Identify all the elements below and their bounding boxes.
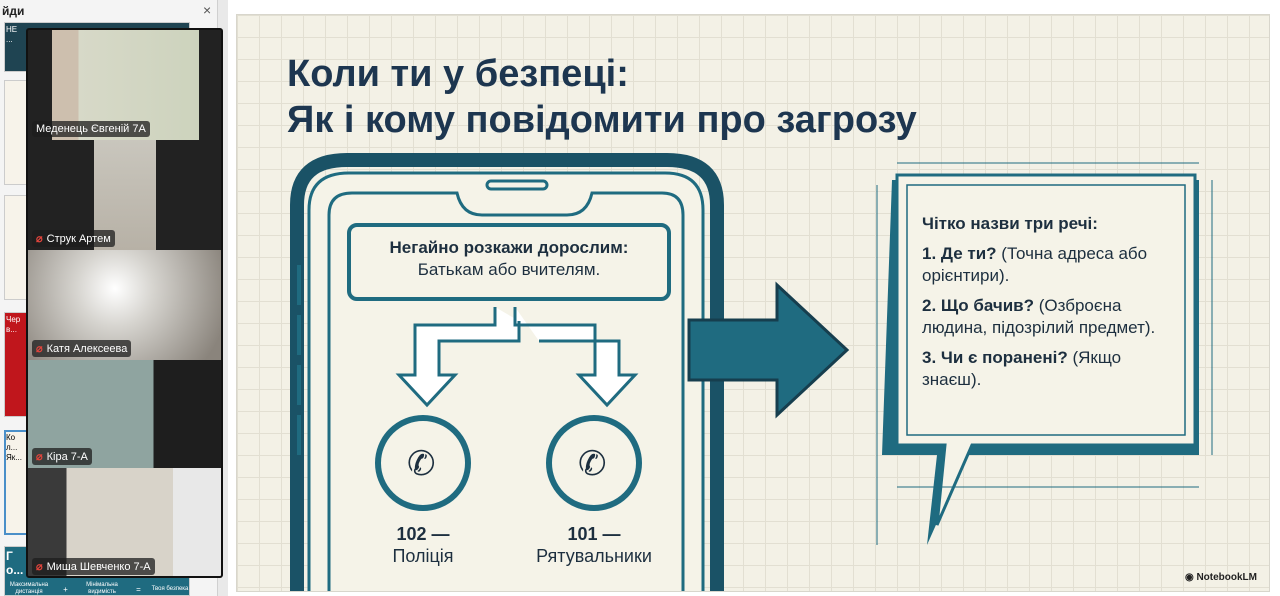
participant-name-tag: Меденець Євгеній 7А (32, 121, 150, 137)
police-call-circle (375, 415, 471, 511)
mic-muted-icon: ⌀ (36, 561, 43, 573)
video-gallery[interactable]: Меденець Євгеній 7А ⌀Струк Артем ⌀Катя А… (26, 28, 223, 578)
split-arrow (395, 307, 639, 408)
participant-name-tag: ⌀Кіра 7-А (32, 448, 92, 465)
rescue-number: 101 —Рятувальники (536, 524, 652, 566)
big-arrow (687, 281, 850, 419)
instruction-bubble (347, 223, 671, 301)
mic-muted-icon: ⌀ (36, 451, 43, 463)
thumb-text: Кол... Як... (6, 433, 22, 462)
thumb-text: Черв... (6, 315, 21, 334)
formula-part: Твоя безпека (151, 585, 189, 592)
video-tile[interactable]: Меденець Євгеній 7А (28, 30, 221, 140)
slide: Коли ти у безпеці:Як і кому повідомити п… (236, 14, 1270, 592)
panel-title: йди (2, 4, 25, 18)
video-tile[interactable]: ⌀Миша Шевченко 7-А (28, 468, 221, 576)
notebooklm-logo: ◉ NotebookLM (1184, 572, 1257, 583)
formula-part: + (63, 584, 68, 594)
video-tile[interactable]: ⌀Струк Артем (28, 140, 221, 250)
instruction-text: Негайно розкажи дорослим:Батькам або вчи… (389, 238, 629, 279)
phone-icon: ✆ (578, 445, 607, 483)
formula-part: = (136, 584, 141, 594)
formula-part: Мінімальна видимість (86, 582, 118, 595)
participant-name-tag: ⌀Струк Артем (32, 230, 115, 247)
close-panel-button[interactable]: × (203, 2, 212, 18)
participant-name-tag: ⌀Катя Алексеева (32, 340, 132, 357)
police-number: 102 —Поліція (392, 524, 454, 566)
checklist: Чітко назви три речі: 1. Де ти? (Точна а… (922, 214, 1156, 389)
slide-illustration: ✆ ✆ (290, 153, 1213, 591)
phone-icon: ✆ (407, 445, 436, 483)
participant-name-tag: ⌀Миша Шевченко 7-А (32, 558, 155, 575)
video-tile[interactable]: ⌀Кіра 7-А (28, 360, 221, 468)
video-tile[interactable]: ⌀Катя Алексеева (28, 250, 221, 360)
thumb-text: НЕ ... (6, 25, 18, 44)
mic-muted-icon: ⌀ (36, 343, 43, 355)
formula-part: Максимальна дистанція (9, 582, 49, 595)
slide-title: Коли ти у безпеці:Як і кому повідомити п… (287, 53, 917, 141)
thumb-formula: Максимальна дистанція + Мінімальна видим… (4, 582, 190, 596)
slide-view: Коли ти у безпеці:Як і кому повідомити п… (228, 0, 1280, 596)
thumb-text: Го... (6, 549, 24, 577)
mic-muted-icon: ⌀ (36, 233, 43, 245)
rescue-call-circle (546, 415, 642, 511)
